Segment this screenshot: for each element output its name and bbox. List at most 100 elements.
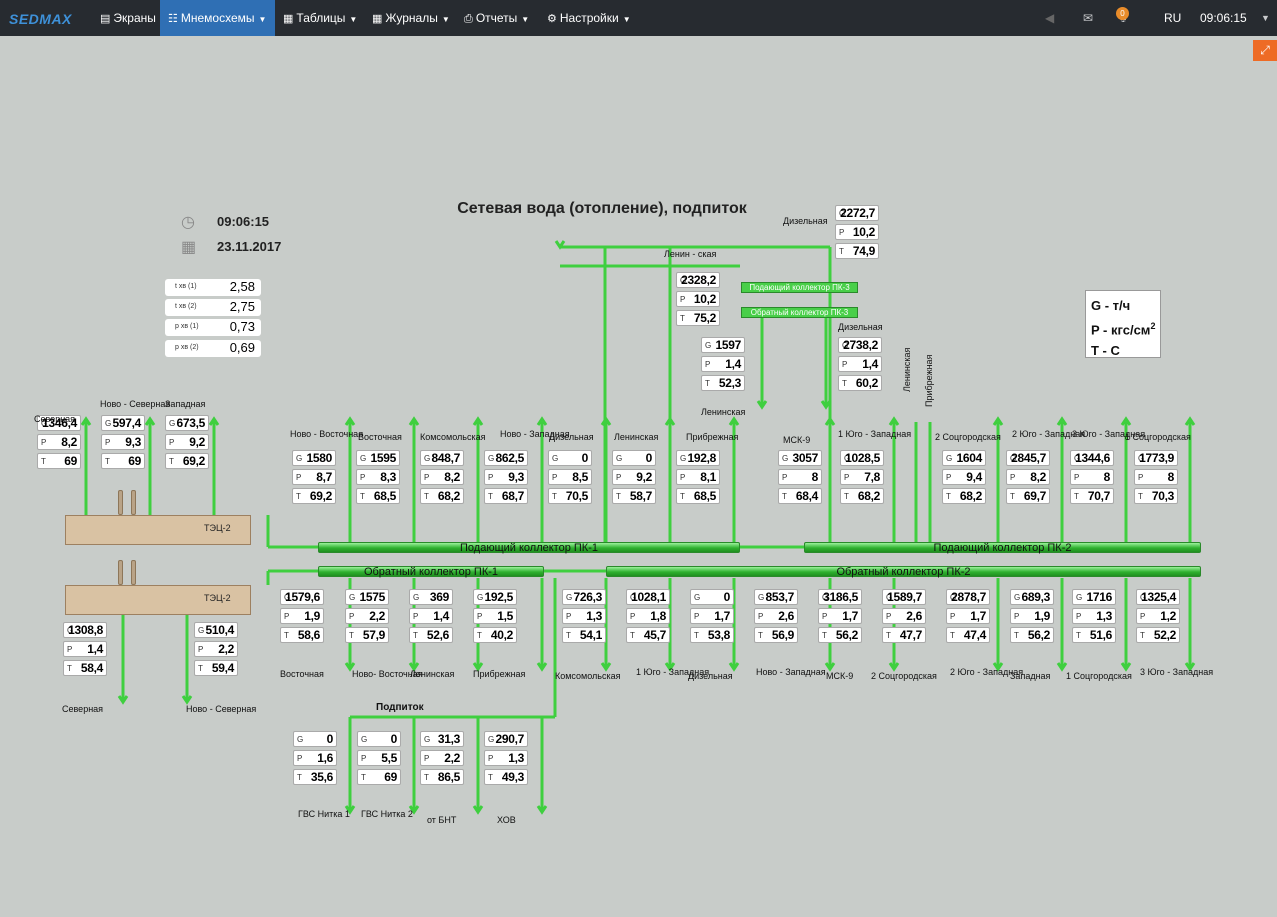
gauge-34[interactable]: G1716P1,3T51,6 <box>1072 589 1116 642</box>
nav-mnemoschemes[interactable]: ☷Мнемосхемы▼ <box>160 0 275 36</box>
gauge-15[interactable]: G1773,9P8T70,3 <box>1134 450 1178 503</box>
gauge-value: 52,3 <box>719 376 741 390</box>
gauge-value: 1,7 <box>842 609 858 623</box>
gauge-key: T <box>284 631 289 640</box>
logo[interactable]: SEDMAX <box>9 11 72 27</box>
gauge-key: G <box>758 593 764 602</box>
gauge-36[interactable]: G0P1,6T35,6 <box>293 731 337 784</box>
gauge-29[interactable]: G853,7P2,6T56,9 <box>754 589 798 642</box>
tec-building[interactable]: ТЭЦ-2 <box>65 585 251 615</box>
gauge-cell-g: G1716 <box>1072 589 1116 605</box>
gauge-key: T <box>297 773 302 782</box>
gauge-3[interactable]: G1580P8,7T69,2 <box>292 450 336 503</box>
return-collector-pk1[interactable]: Обратный коллектор ПК-1 <box>318 566 544 577</box>
gauge-24[interactable]: G369P1,4T52,6 <box>409 589 453 642</box>
gauge-cell-g: G0 <box>612 450 656 466</box>
gauge-20[interactable]: G1308,8P1,4T58,4 <box>63 622 107 675</box>
gauge-key: T <box>886 631 891 640</box>
chevron-down-icon: ▼ <box>623 15 631 24</box>
gauge-key: P <box>782 473 787 482</box>
gauge-17[interactable]: G2328,2P10,2T75,2 <box>676 272 720 325</box>
gauge-12[interactable]: G1604P9,4T68,2 <box>942 450 986 503</box>
gauge-cell-p: P1,9 <box>1010 608 1054 624</box>
gauge-32[interactable]: G2878,7P1,7T47,4 <box>946 589 990 642</box>
gauge-value: 58,4 <box>81 661 103 675</box>
gauge-26[interactable]: G726,3P1,3T54,1 <box>562 589 606 642</box>
gauge-23[interactable]: G1575P2,2T57,9 <box>345 589 389 642</box>
nav-settings[interactable]: ⚙Настройки▼ <box>539 0 639 36</box>
nav-screens[interactable]: ▤Экраны <box>92 0 164 36</box>
gauge-9[interactable]: G192,8P8,1T68,5 <box>676 450 720 503</box>
gauge-22[interactable]: G1579,6P1,9T58,6 <box>280 589 324 642</box>
gauge-value: 9,2 <box>189 435 205 449</box>
gauge-key: P <box>296 473 301 482</box>
gauge-key: T <box>360 492 365 501</box>
gauge-25[interactable]: G192,5P1,5T40,2 <box>473 589 517 642</box>
return-collector-pk3[interactable]: Обратный коллектор ПК-3 <box>741 307 858 318</box>
supply-collector-pk3[interactable]: Подающий коллектор ПК-3 <box>741 282 858 293</box>
gauge-37[interactable]: G0P5,5T69 <box>357 731 401 784</box>
volume-icon[interactable]: ◀ <box>1045 0 1054 36</box>
tec-building[interactable]: ТЭЦ-2 <box>65 515 251 545</box>
gauge-key: P <box>566 612 571 621</box>
gauge-label: Прибрежная <box>686 432 738 443</box>
gauge-39[interactable]: G290,7P1,3T49,3 <box>484 731 528 784</box>
scheme-date: 23.11.2017 <box>217 239 281 254</box>
gauge-7[interactable]: G0P8,5T70,5 <box>548 450 592 503</box>
gauge-value: 0 <box>646 451 652 465</box>
gauge-value: 1,4 <box>87 642 103 656</box>
gauge-33[interactable]: G689,3P1,9T56,2 <box>1010 589 1054 642</box>
gauge-value: 56,2 <box>1028 628 1050 642</box>
gauge-1[interactable]: G597,4P9,3T69 <box>101 415 145 468</box>
language-selector[interactable]: RU <box>1164 0 1181 36</box>
gauge-key: P <box>488 754 493 763</box>
chevron-down-icon[interactable]: ▼ <box>1261 0 1270 36</box>
gauge-key: G <box>424 735 430 744</box>
gauge-27[interactable]: G1028,1P1,8T45,7 <box>626 589 670 642</box>
gauge-18[interactable]: G1597P1,4T52,3 <box>701 337 745 390</box>
gauge-value: 68,5 <box>694 489 716 503</box>
nav-tables[interactable]: ▦Таблицы▼ <box>275 0 365 36</box>
gauge-13[interactable]: G2845,7P8,2T69,7 <box>1006 450 1050 503</box>
gauge-31[interactable]: G1589,7P2,6T47,7 <box>882 589 926 642</box>
gauge-21[interactable]: G510,4P2,2T59,4 <box>194 622 238 675</box>
gauge-value: 9,4 <box>966 470 982 484</box>
gauge-value: 853,7 <box>765 590 794 604</box>
gauge-14[interactable]: G1344,6P8T70,7 <box>1070 450 1114 503</box>
gauge-6[interactable]: G862,5P9,3T68,7 <box>484 450 528 503</box>
supply-collector-pk1[interactable]: Подающий коллектор ПК-1 <box>318 542 740 553</box>
gauge-38[interactable]: G31,3P2,2T86,5 <box>420 731 464 784</box>
gauge-28[interactable]: G0P1,7T53,8 <box>690 589 734 642</box>
gauge-key: P <box>680 473 685 482</box>
gauge-16[interactable]: G2272,7P10,2T74,9 <box>835 205 879 258</box>
gauge-cell-g: G597,4 <box>101 415 145 431</box>
vertical-label: Ленинская <box>902 348 913 392</box>
gauge-4[interactable]: G1595P8,3T68,5 <box>356 450 400 503</box>
gauge-key: T <box>413 631 418 640</box>
nav-journals[interactable]: ▦Журналы▼ <box>364 0 458 36</box>
gauge-value: 58,7 <box>630 489 652 503</box>
gauge-value: 1716 <box>1087 590 1113 604</box>
gauge-5[interactable]: G848,7P8,2T68,2 <box>420 450 464 503</box>
return-collector-pk2[interactable]: Обратный коллектор ПК-2 <box>606 566 1201 577</box>
gauge-value: 1,5 <box>497 609 513 623</box>
gauge-value: 52,6 <box>427 628 449 642</box>
envelope-icon[interactable]: ✉ <box>1083 0 1093 36</box>
gauge-value: 8,5 <box>572 470 588 484</box>
gauge-cell-g: G1575 <box>345 589 389 605</box>
gauge-value: 68,4 <box>796 489 818 503</box>
gauge-19[interactable]: G2738,2P1,4T60,2 <box>838 337 882 390</box>
gauge-35[interactable]: G1325,4P1,2T52,2 <box>1136 589 1180 642</box>
gauge-cell-t: T52,3 <box>701 375 745 391</box>
gauge-key: T <box>1138 492 1143 501</box>
supply-collector-pk2[interactable]: Подающий коллектор ПК-2 <box>804 542 1201 553</box>
gauge-8[interactable]: G0P9,2T58,7 <box>612 450 656 503</box>
gauge-key: G <box>360 454 366 463</box>
gauge-2[interactable]: G673,5P9,2T69,2 <box>165 415 209 468</box>
gauge-30[interactable]: G3186,5P1,7T56,2 <box>818 589 862 642</box>
gauge-11[interactable]: G1028,5P7,8T68,2 <box>840 450 884 503</box>
gauge-10[interactable]: G3057P8T68,4 <box>778 450 822 503</box>
gauge-value: 35,6 <box>311 770 333 784</box>
nav-reports[interactable]: ⎙Отчеты▼ <box>456 0 537 36</box>
chevron-down-icon: ▼ <box>521 15 529 24</box>
